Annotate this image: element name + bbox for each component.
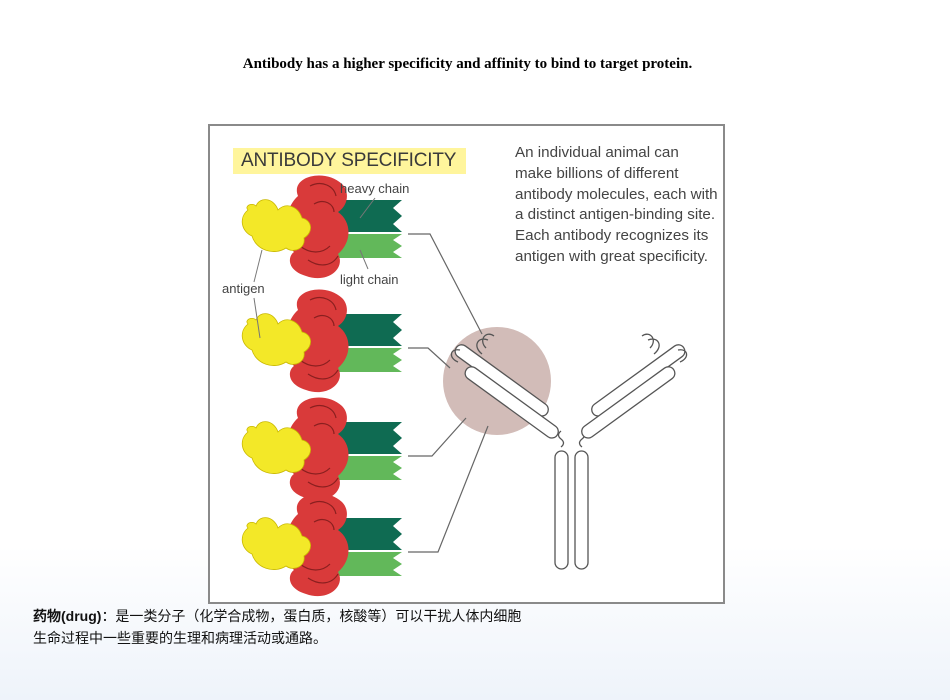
figure-description: An individual animal can make billions o… xyxy=(515,144,718,265)
light-chain-leader xyxy=(359,249,369,270)
antibody-antigen-pair-4 xyxy=(241,492,403,597)
drug-definition-caption: 药物(drug)：是一类分子（化学合成物，蛋白质，核酸等）可以干扰人体内细胞生命… xyxy=(33,605,533,649)
heavy-chain-leader xyxy=(359,197,376,219)
caption-text: ：是一类分子（化学合成物，蛋白质，核酸等）可以干扰人体内细胞生命过程中一些重要的… xyxy=(33,608,522,646)
connector-line-4 xyxy=(408,425,489,553)
antigen-label: antigen xyxy=(222,281,265,296)
connector-line-3 xyxy=(408,417,467,457)
connector-line-2 xyxy=(408,347,451,369)
slide-title: Antibody has a higher specificity and af… xyxy=(242,56,693,72)
antibody-diagram xyxy=(241,174,688,597)
heavy-chain-label: heavy chain xyxy=(340,181,410,196)
connector-line-1 xyxy=(408,233,483,335)
y-antibody-outline xyxy=(450,333,688,570)
caption-term: 药物(drug) xyxy=(33,608,102,624)
antigen-leader-1 xyxy=(253,249,263,283)
antigen-leader-2 xyxy=(253,297,261,339)
antibody-antigen-pair-2 xyxy=(241,288,403,393)
antibody-specificity-figure: ANTIBODY SPECIFICITY An individual anima… xyxy=(208,124,725,604)
antibody-antigen-pair-3 xyxy=(241,396,403,501)
light-chain-label: light chain xyxy=(340,272,399,287)
figure-heading: ANTIBODY SPECIFICITY xyxy=(233,148,467,174)
